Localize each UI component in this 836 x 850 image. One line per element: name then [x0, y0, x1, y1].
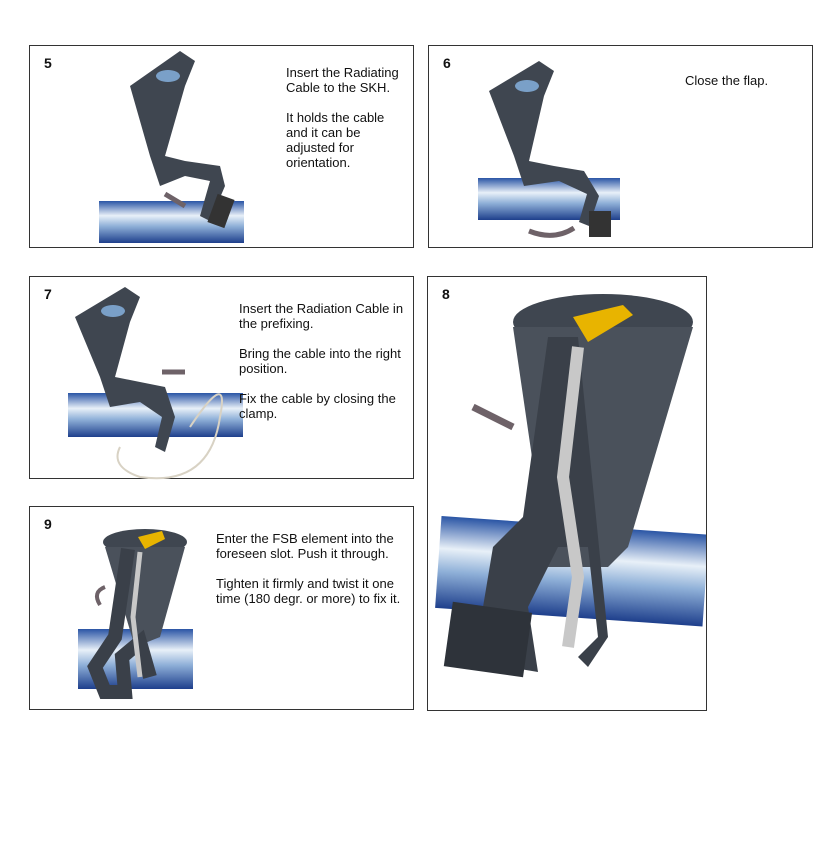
- step-5-text-1: Insert the Radiating Cable to the SKH.: [286, 65, 399, 95]
- step-number: 5: [44, 55, 52, 71]
- step-9-text-2: Tighten it firmly and twist it one time …: [216, 576, 401, 606]
- step-7-text-3: Fix the cable by closing the clamp.: [239, 391, 396, 421]
- step-6-illustration: [478, 61, 620, 238]
- step-8-panel: 8: [427, 276, 707, 711]
- step-5-text-2: It holds the cable and it can be adjuste…: [286, 110, 385, 170]
- step-9-panel: 9 Enter the FSB element into the foresee…: [29, 506, 414, 710]
- step-5-panel: 5 Insert the Radiating Cable to the SKH.…: [29, 45, 414, 248]
- step-7-illustration: [68, 287, 243, 480]
- step-7-panel: 7 Insert the Radiation Cable in the pref…: [29, 276, 414, 480]
- step-5-illustration: [99, 51, 244, 243]
- step-6-text-1: Close the flap.: [685, 73, 769, 88]
- step-number: 7: [44, 286, 52, 302]
- step-number: 8: [442, 286, 450, 302]
- step-9-text-1: Enter the FSB element into the foreseen …: [216, 531, 394, 561]
- step-7-text-1: Insert the Radiation Cable in the prefix…: [239, 301, 404, 331]
- step-9-illustration: [78, 529, 193, 699]
- step-7-text-2: Bring the cable into the right position.: [239, 346, 401, 376]
- step-number: 9: [44, 516, 52, 532]
- step-8-illustration: [435, 294, 706, 678]
- step-number: 6: [443, 55, 451, 71]
- step-6-panel: 6 Close the flap.: [428, 45, 813, 248]
